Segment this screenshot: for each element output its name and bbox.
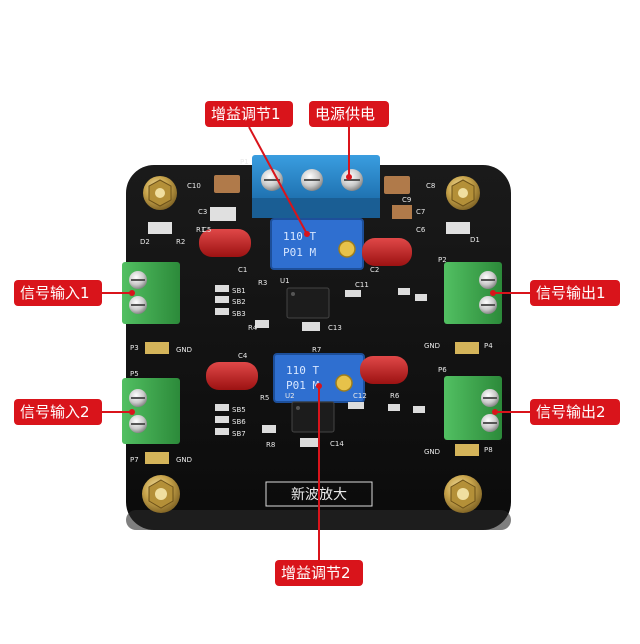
mounting-bolt-bottom-right <box>444 475 482 513</box>
silk-SB5: SB5 <box>232 406 246 414</box>
mounting-bolt-top-left <box>143 176 177 210</box>
silk-R1: R1 <box>196 226 205 234</box>
silk-R4: R4 <box>248 324 258 332</box>
power-terminal-block <box>252 155 380 218</box>
smd-resistors <box>215 285 427 447</box>
silk-R8: R8 <box>266 441 275 449</box>
silk-P3: P3 <box>130 344 139 352</box>
callout-signal-input-1: 信号输入1 <box>14 280 102 306</box>
callout-power-supply: 电源供电 <box>309 101 389 127</box>
ic-u2 <box>291 401 335 433</box>
pot-marking-1b: P01 M <box>283 246 316 259</box>
silk-C2: C2 <box>370 266 379 274</box>
silk-C5: C5 <box>202 226 211 234</box>
silk-C6: C6 <box>416 226 426 234</box>
silk-R7: R7 <box>312 346 321 354</box>
callout-signal-output-2: 信号输出2 <box>530 399 620 425</box>
silk-SB2: SB2 <box>232 298 246 306</box>
silk-SB7: SB7 <box>232 430 246 438</box>
silk-C10: C10 <box>187 182 201 190</box>
silk-P5: P5 <box>130 370 139 378</box>
smd-capacitors <box>148 175 470 234</box>
callout-signal-output-1: 信号输出1 <box>530 280 620 306</box>
callout-dots <box>129 174 498 415</box>
silk-R5: R5 <box>260 394 269 402</box>
input-terminal-2 <box>122 378 180 444</box>
silk-C9: C9 <box>402 196 411 204</box>
silk-C14: C14 <box>330 440 344 448</box>
red-capacitors <box>199 229 412 390</box>
silk-C3: C3 <box>198 208 207 216</box>
silk-gnd-4: GND <box>424 448 440 456</box>
callout-leaders <box>102 126 530 560</box>
silk-C13: C13 <box>328 324 342 332</box>
ic-u1 <box>286 287 330 319</box>
input-terminal-1 <box>122 262 180 324</box>
mounting-bolt-top-right <box>446 176 480 210</box>
silk-C4: C4 <box>238 352 248 360</box>
silk-R3: R3 <box>258 279 267 287</box>
silk-SB3: SB3 <box>232 310 246 318</box>
silk-D2: D2 <box>140 238 150 246</box>
silk-SB1: SB1 <box>232 287 246 295</box>
silk-U2: U2 <box>285 392 295 400</box>
silk-C7: C7 <box>416 208 425 216</box>
callout-gain-adjust-1: 增益调节1 <box>205 101 293 127</box>
silk-P8: P8 <box>484 446 493 454</box>
callout-signal-input-2: 信号输入2 <box>14 399 102 425</box>
silk-P6: P6 <box>438 366 447 374</box>
silk-D1: D1 <box>470 236 480 244</box>
pot-marking-1a: 110 T <box>283 230 316 243</box>
potentiometer-1: 110 T P01 M <box>270 218 364 270</box>
silk-gnd-3: GND <box>176 456 192 464</box>
silk-gnd-2: GND <box>424 342 440 350</box>
mounting-bolt-bottom-left <box>142 475 180 513</box>
silk-C8: C8 <box>426 182 435 190</box>
silk-P1: P1 <box>240 158 249 166</box>
silk-C11: C11 <box>355 281 369 289</box>
header-pins <box>145 342 479 464</box>
silk-gnd-1: GND <box>176 346 192 354</box>
silk-P2: P2 <box>438 256 447 264</box>
output-terminal-2 <box>444 376 502 440</box>
pot-marking-2b: P01 M <box>286 379 319 392</box>
callout-gain-adjust-2: 增益调节2 <box>275 560 363 586</box>
silk-P4: P4 <box>484 342 493 350</box>
output-terminal-1 <box>444 262 502 324</box>
pot-marking-2a: 110 T <box>286 364 319 377</box>
silk-P7: P7 <box>130 456 139 464</box>
silk-C1: C1 <box>238 266 247 274</box>
silk-R6: R6 <box>390 392 400 400</box>
silk-SB6: SB6 <box>232 418 246 426</box>
silk-U1: U1 <box>280 277 290 285</box>
silk-C12: C12 <box>353 392 367 400</box>
silk-R2: R2 <box>176 238 185 246</box>
